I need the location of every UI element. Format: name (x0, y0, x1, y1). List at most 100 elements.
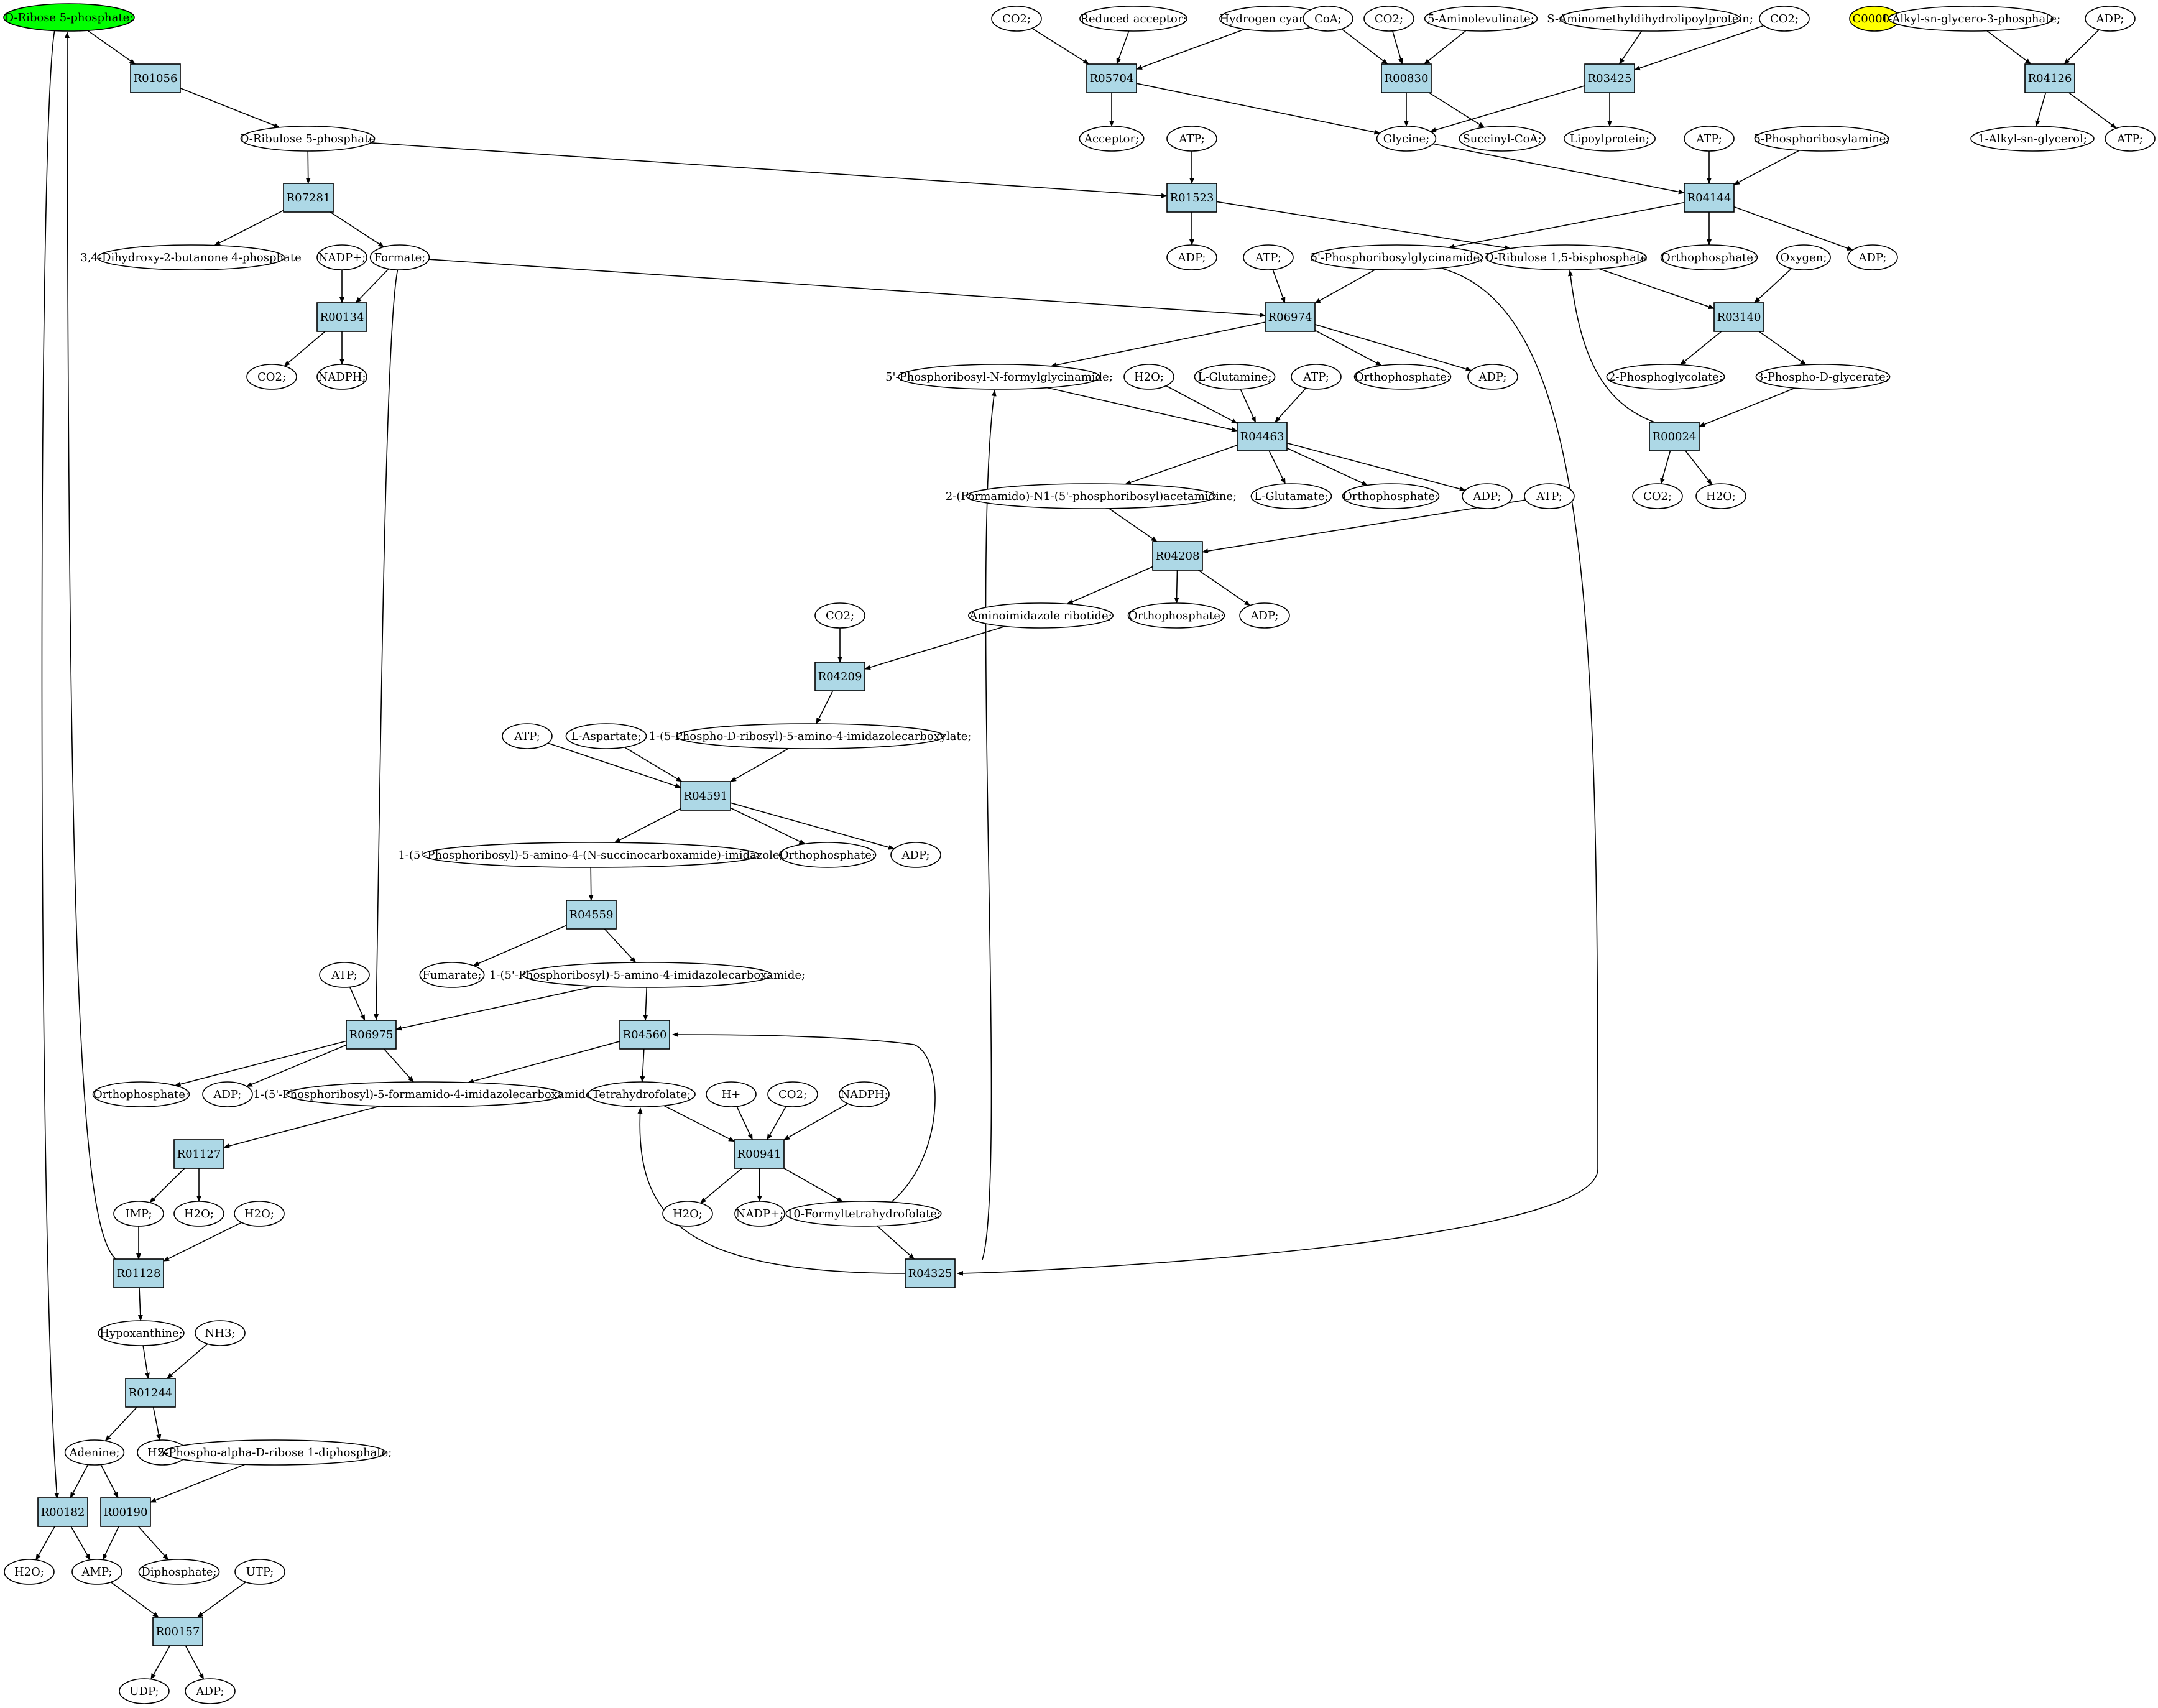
compound-node-c_oxygen[interactable]: Oxygen; (1776, 244, 1831, 270)
reaction-node-R00941[interactable]: R00941 (734, 1139, 785, 1169)
reaction-node-R00024[interactable]: R00024 (1649, 422, 1700, 451)
compound-node-c_pi_4144[interactable]: Orthophosphate; (1660, 244, 1758, 270)
reaction-node-R00190[interactable]: R00190 (100, 1497, 151, 1527)
compound-node-c_adp_4591[interactable]: ADP; (890, 842, 941, 868)
compound-node-c_air[interactable]: Aminoimidazole ribotide; (968, 602, 1114, 629)
reaction-node-R00134[interactable]: R00134 (316, 302, 367, 332)
compound-node-c_glycine[interactable]: Glycine; (1376, 126, 1437, 152)
reaction-node-R01244[interactable]: R01244 (125, 1378, 176, 1408)
compound-node-c_co2_941[interactable]: CO2; (767, 1081, 818, 1107)
reaction-node-R01523[interactable]: R01523 (1166, 183, 1217, 213)
reaction-node-R04208[interactable]: R04208 (1152, 541, 1203, 571)
compound-node-c_asp[interactable]: L-Aspartate; (565, 723, 647, 749)
compound-node-c_fgam[interactable]: 2-(Formamido)-N1-(5'-phosphoribosyl)acet… (946, 483, 1237, 509)
reaction-node-R01128[interactable]: R01128 (113, 1258, 164, 1288)
compound-node-c_nadph1[interactable]: NADPH; (316, 364, 367, 390)
compound-node-c_pra[interactable]: 5-Phosphoribosylamine; (1753, 126, 1890, 152)
compound-node-c_formate[interactable]: Formate; (369, 244, 430, 270)
compound-node-c_fumarate[interactable]: Fumarate; (419, 962, 485, 988)
reaction-node-R06974[interactable]: R06974 (1265, 302, 1316, 332)
compound-node-c_h2o_1128in[interactable]: H2O; (234, 1201, 285, 1227)
compound-node-c_pi_6974[interactable]: Orthophosphate; (1353, 364, 1452, 390)
compound-node-c_h2o_182[interactable]: H2O; (4, 1559, 55, 1585)
compound-node-c_rubp[interactable]: D-Ribulose 1,5-bisphosphate (1485, 244, 1648, 270)
reaction-node-R04126[interactable]: R04126 (2024, 63, 2075, 93)
compound-node-c_gln[interactable]: L-Glutamine; (1194, 364, 1276, 390)
compound-node-c_adp_6975[interactable]: ADP; (202, 1081, 253, 1107)
compound-node-c_atp_4144[interactable]: ATP; (1684, 126, 1735, 152)
reaction-node-R00182[interactable]: R00182 (37, 1497, 88, 1527)
compound-node-c_nadpp_941[interactable]: NADP+; (734, 1201, 785, 1227)
compound-node-c_atp_4208[interactable]: ATP; (1524, 483, 1575, 509)
compound-node-c_adp_4208[interactable]: ADP; (1239, 602, 1290, 629)
reaction-node-R03425[interactable]: R03425 (1584, 63, 1635, 93)
reaction-node-R01056[interactable]: R01056 (130, 63, 181, 93)
compound-node-c_c00002[interactable]: C00002 (1849, 6, 1900, 32)
compound-node-c_fgar[interactable]: 5'-Phosphoribosyl-N-formylglycinamide; (885, 364, 1113, 390)
compound-node-c_2pg[interactable]: 2-Phosphoglycolate; (1606, 364, 1725, 390)
reaction-node-R04325[interactable]: R04325 (905, 1258, 956, 1288)
reaction-node-R00157[interactable]: R00157 (152, 1617, 203, 1646)
compound-node-c_co2_134[interactable]: CO2; (246, 364, 297, 390)
compound-node-c_nadpp1[interactable]: NADP+; (316, 244, 367, 270)
compound-node-c_udp[interactable]: UDP; (119, 1678, 170, 1704)
compound-node-c_pi_4208[interactable]: Orthophosphate; (1127, 602, 1225, 629)
compound-node-c_saicar[interactable]: 1-(5'-Phosphoribosyl)-5-amino-4-(N-succi… (398, 842, 783, 868)
compound-node-c_h2o_4463[interactable]: H2O; (1123, 364, 1174, 390)
compound-node-c_atp_4463[interactable]: ATP; (1291, 364, 1342, 390)
compound-node-c_ppi[interactable]: Diphosphate; (138, 1559, 220, 1585)
compound-node-c_hcn[interactable]: Hydrogen cyanide; (1219, 6, 1327, 32)
reaction-node-R04144[interactable]: R04144 (1684, 183, 1735, 213)
compound-node-c_atp_6974[interactable]: ATP; (1243, 244, 1294, 270)
compound-node-c_succoa[interactable]: Succinyl-CoA; (1459, 126, 1546, 152)
compound-node-c_adp_4463[interactable]: ADP; (1462, 483, 1513, 509)
compound-node-c_acceptor[interactable]: Acceptor; (1079, 126, 1145, 152)
compound-node-c_coa[interactable]: CoA; (1303, 6, 1353, 32)
reaction-node-R03140[interactable]: R03140 (1713, 302, 1764, 332)
compound-node-c_atp_6975[interactable]: ATP; (319, 962, 370, 988)
compound-node-c_thf[interactable]: Tetrahydrofolate; (588, 1081, 696, 1107)
compound-node-c_utp[interactable]: UTP; (234, 1559, 285, 1585)
compound-node-c_gar[interactable]: 5'-Phosphoribosylglycinamide; (1311, 244, 1484, 270)
compound-node-c_atp_4126[interactable]: ATP; (2105, 126, 2156, 152)
compound-node-c_hplus[interactable]: H+ (706, 1081, 757, 1107)
compound-node-c_prpp[interactable]: 5-Phospho-alpha-D-ribose 1-diphosphate; (158, 1439, 392, 1466)
compound-node-c_pi_6975[interactable]: Orthophosphate; (92, 1081, 190, 1107)
compound-node-c_faicar[interactable]: 1-(5'-Phosphoribosyl)-5-formamido-4-imid… (253, 1081, 596, 1107)
reaction-node-R01127[interactable]: R01127 (173, 1139, 224, 1169)
compound-node-c_adenine[interactable]: Adenine; (64, 1439, 125, 1466)
compound-node-c_adp_157[interactable]: ADP; (185, 1678, 236, 1704)
reaction-node-R04209[interactable]: R04209 (814, 662, 865, 691)
compound-node-c_10fthf[interactable]: 10-Formyltetrahydrofolate; (785, 1201, 942, 1227)
compound-node-c_samdlp[interactable]: S-Aminomethyldihydrolipoylprotein; (1547, 6, 1753, 32)
reaction-node-R04463[interactable]: R04463 (1237, 422, 1288, 451)
compound-node-c_3pg[interactable]: 3-Phospho-D-glycerate; (1755, 364, 1891, 390)
compound-node-c_h2o_941[interactable]: H2O; (662, 1201, 713, 1227)
compound-node-c_pi_4591[interactable]: Orthophosphate; (778, 842, 877, 868)
compound-node-c_h2o_24[interactable]: H2O; (1695, 483, 1746, 509)
compound-node-c_atp_1523[interactable]: ATP; (1166, 126, 1217, 152)
reaction-node-R00830[interactable]: R00830 (1381, 63, 1432, 93)
compound-node-c_adp_4126[interactable]: ADP; (2085, 6, 2136, 32)
compound-node-c_lipoyl[interactable]: Lipoylprotein; (1564, 126, 1656, 152)
compound-node-c_nh3[interactable]: NH3; (195, 1320, 246, 1346)
reaction-node-R04559[interactable]: R04559 (566, 900, 617, 930)
compound-node-c_ala[interactable]: 5-Aminolevulinate; (1424, 6, 1538, 32)
compound-node-c_cair[interactable]: 1-(5-Phospho-D-ribosyl)-5-amino-4-imidaz… (649, 723, 972, 749)
compound-node-c_adp_1523[interactable]: ADP; (1166, 244, 1217, 270)
compound-node-c_ru5p[interactable]: D-Ribulose 5-phosphate (240, 126, 376, 152)
compound-node-c_rib5p[interactable]: D-Ribose 5-phosphate; (3, 3, 135, 32)
compound-node-c_co2_5704[interactable]: CO2; (991, 6, 1042, 32)
reaction-node-R06975[interactable]: R06975 (346, 1020, 397, 1050)
compound-node-c_atp_4591[interactable]: ATP; (502, 723, 553, 749)
compound-node-c_adp_4144[interactable]: ADP; (1847, 244, 1898, 270)
compound-node-c_amp[interactable]: AMP; (71, 1559, 122, 1585)
compound-node-c_aicar[interactable]: 1-(5'-Phosphoribosyl)-5-amino-4-imidazol… (489, 962, 805, 988)
reaction-node-R04560[interactable]: R04560 (619, 1020, 670, 1050)
compound-node-c_co2_24[interactable]: CO2; (1632, 483, 1683, 509)
reaction-node-R05704[interactable]: R05704 (1086, 63, 1137, 93)
compound-node-c_co2_4209[interactable]: CO2; (814, 602, 865, 629)
compound-node-c_aggp[interactable]: 1-Alkyl-sn-glycero-3-phosphate; (1881, 6, 2060, 32)
compound-node-c_h2o_1127[interactable]: H2O; (173, 1201, 224, 1227)
compound-node-c_co2_3425[interactable]: CO2; (1759, 6, 1810, 32)
